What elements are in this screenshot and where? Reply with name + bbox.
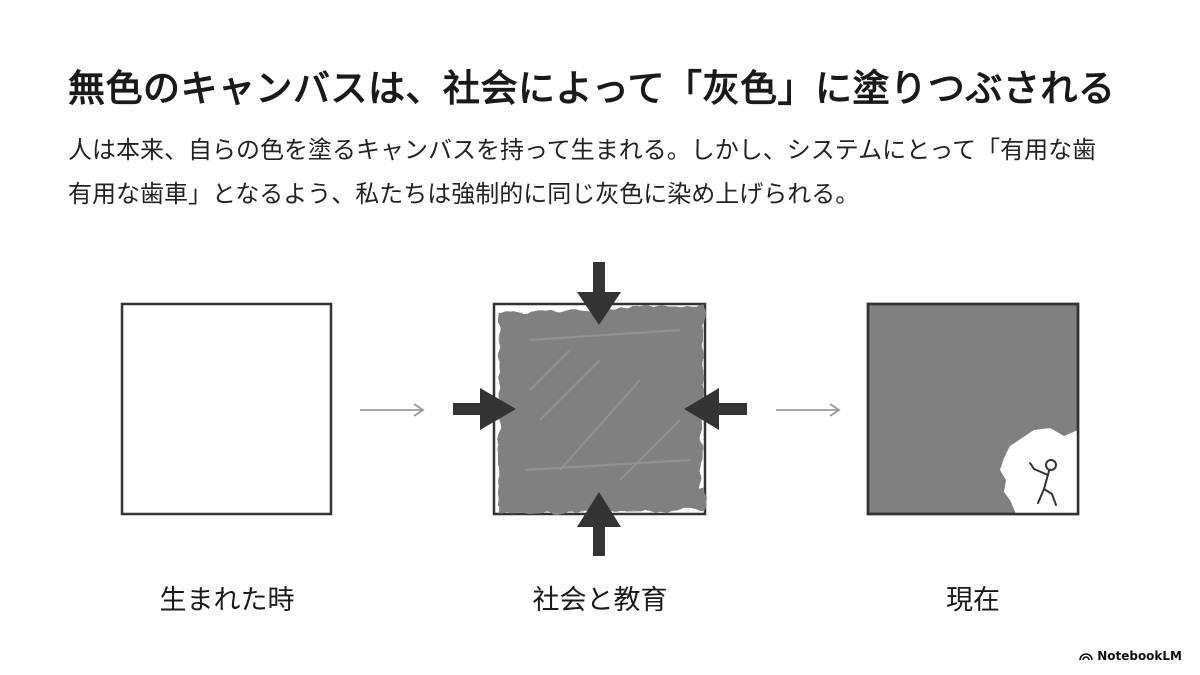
page-subtitle: 人は本来、自らの色を塗るキャンバスを持って生まれる。しかし、システムにとって「有… — [68, 128, 1148, 216]
gray-canvas-border — [866, 302, 1080, 516]
page-title: 無色のキャンバスは、社会によって「灰色」に塗りつぶされる — [68, 67, 1116, 110]
stage-label-society: 社会と教育 — [532, 585, 668, 616]
pressure-arrow-top — [577, 262, 621, 325]
thin-arrow-1 — [360, 403, 425, 417]
blank-canvas — [120, 302, 333, 516]
notebooklm-logo-icon — [1079, 653, 1093, 661]
brand-watermark: NotebookLM — [1079, 649, 1182, 663]
brush-scribble-marks — [524, 329, 691, 481]
stage-label-birth: 生まれた時 — [159, 585, 295, 616]
stage-label-present: 現在 — [946, 585, 1000, 616]
subtitle-line-1: 人は本来、自らの色を塗るキャンバスを持って生まれる。しかし、システムにとって「有… — [68, 136, 1097, 164]
pressure-arrow-left — [453, 388, 516, 430]
pressure-arrow-bottom — [577, 492, 621, 556]
subtitle-line-2: 有用な歯車」となるよう、私たちは強制的に同じ灰色に染め上げられる。 — [68, 180, 860, 208]
pressure-arrow-right — [684, 388, 747, 430]
person-scraping-icon — [1029, 459, 1057, 506]
brand-name: NotebookLM — [1097, 649, 1182, 663]
gray-brush-strokes — [498, 306, 706, 514]
thin-arrow-2 — [776, 403, 841, 417]
